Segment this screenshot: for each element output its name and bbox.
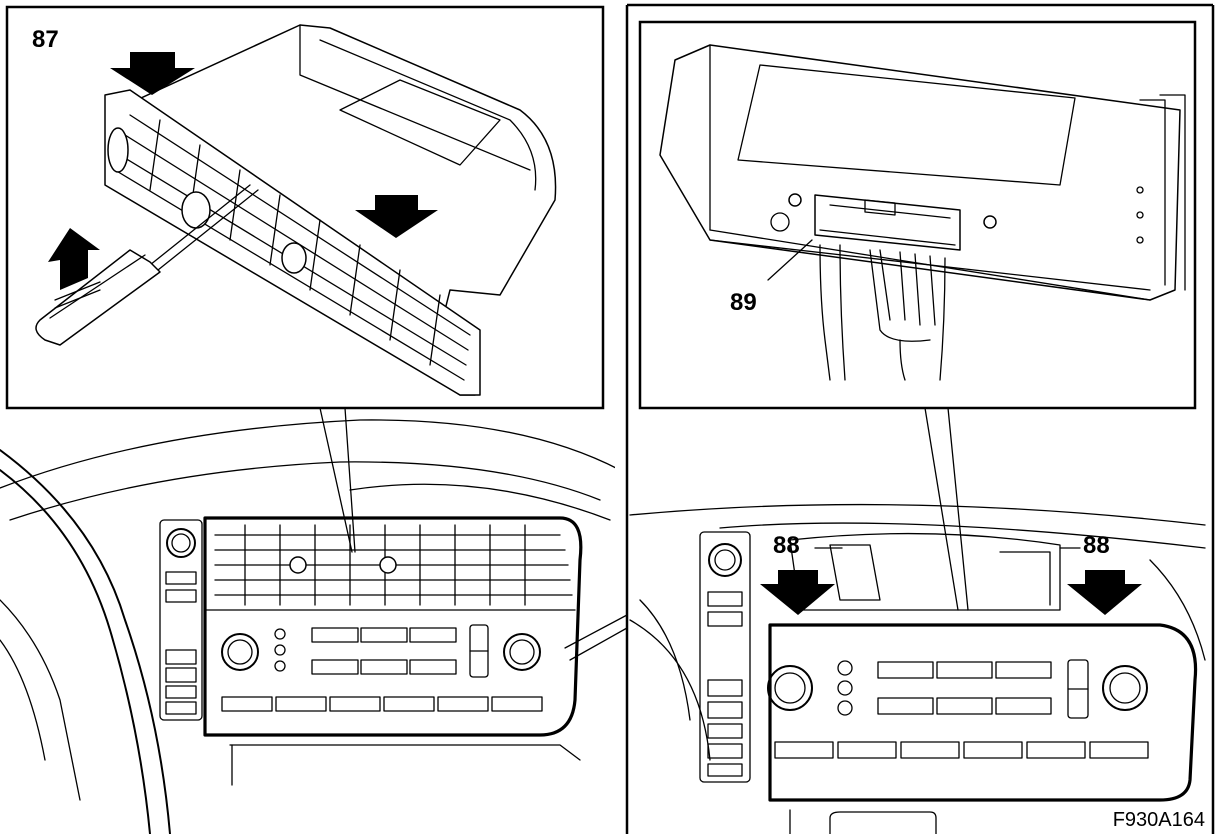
control-unit-housing: [659, 44, 1181, 301]
step-label-88-left: 88: [773, 532, 800, 559]
left-switch-column: [159, 519, 203, 721]
release-arrow-right: [1067, 570, 1142, 615]
center-stack-outline: [203, 516, 583, 737]
climate-panel-left: [221, 624, 543, 712]
left-callout-box: 87: [5, 5, 605, 410]
push-down-arrow-left: [110, 52, 195, 95]
figure-code: F930A164: [1113, 809, 1205, 831]
vent-top-window: [339, 79, 501, 166]
left-column-knob: [166, 528, 196, 558]
wiring-connector: [814, 194, 961, 251]
right-switch-column: [699, 531, 751, 783]
right-center-stack-outline: [768, 623, 1198, 802]
vent-grille-small: [204, 524, 576, 611]
left-dashboard-scene: [0, 407, 621, 834]
vent-knob-1: [181, 191, 211, 229]
right-callout-box: 89: [638, 20, 1197, 410]
item-label-89: 89: [730, 289, 757, 316]
release-arrow-left: [760, 570, 835, 615]
push-down-arrow-right: [355, 195, 438, 238]
step-label-87: 87: [32, 26, 59, 53]
vent-knob-2: [281, 242, 307, 274]
lift-up-arrow: [48, 228, 100, 290]
right-dashboard-scene: 88 88: [629, 407, 1206, 834]
unit-label-area: [737, 64, 1076, 186]
climate-panel-right: [767, 659, 1149, 759]
screwdriver: [35, 184, 259, 346]
step-label-88-right: 88: [1083, 532, 1110, 559]
